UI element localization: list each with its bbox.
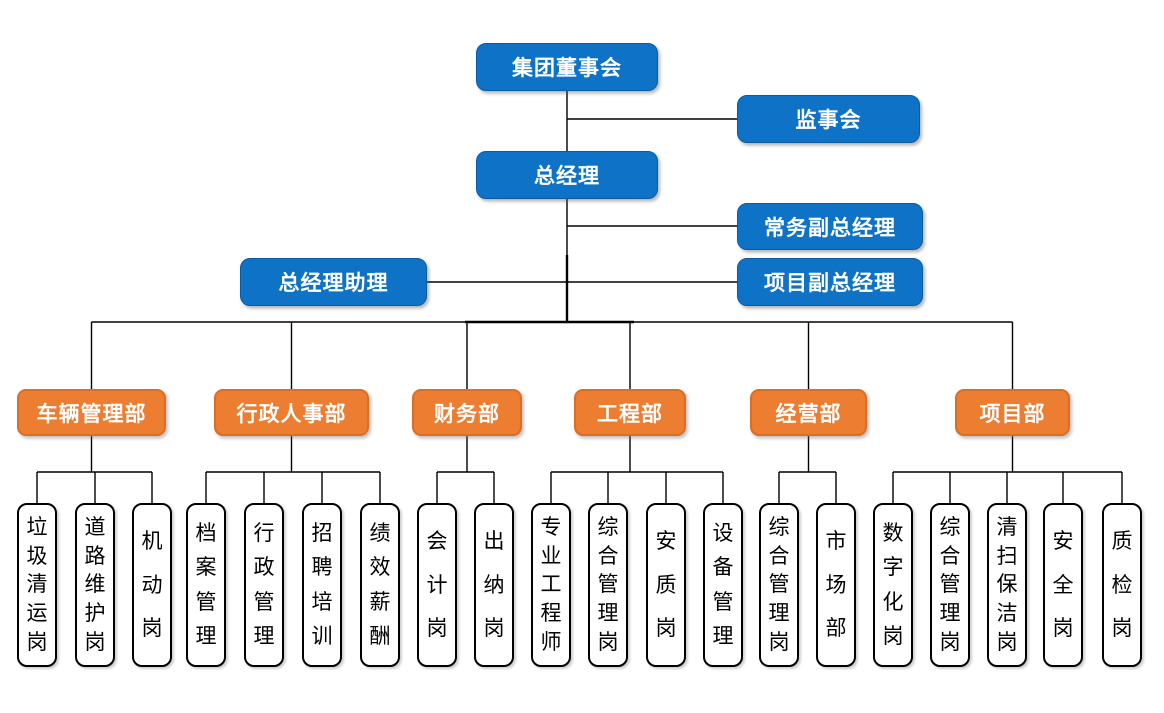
- node-general-manager: 总经理: [476, 151, 658, 199]
- dept-label: 财务部: [434, 401, 500, 426]
- position-label: 安质岗: [655, 529, 677, 640]
- node-gm-assistant: 总经理助理: [240, 258, 427, 306]
- position-label: 出纳岗: [483, 529, 505, 640]
- position-box: 清扫保洁岗: [987, 503, 1027, 667]
- position-label: 设备管理: [712, 520, 734, 649]
- position-label: 专业工程师: [540, 514, 562, 655]
- dept-engineering: 工程部: [574, 389, 686, 436]
- node-label: 总经理: [534, 164, 600, 188]
- position-box: 会计岗: [417, 503, 457, 667]
- dept-label: 车辆管理部: [36, 401, 147, 426]
- position-box: 出纳岗: [474, 503, 514, 667]
- dept-label: 经营部: [775, 401, 842, 426]
- dept-admin-hr: 行政人事部: [214, 389, 369, 436]
- node-executive-deputy-gm: 常务副总经理: [737, 203, 923, 250]
- node-label: 监事会: [795, 108, 862, 132]
- position-box: 专业工程师: [531, 503, 571, 667]
- position-box: 综合管理岗: [759, 503, 799, 667]
- position-box: 市场部: [816, 503, 856, 667]
- position-box: 道路维护岗: [75, 503, 115, 667]
- position-box: 绩效薪酬: [360, 503, 400, 667]
- dept-operations: 经营部: [750, 389, 867, 436]
- position-box: 安全岗: [1043, 503, 1083, 667]
- position-label: 档案管理: [195, 520, 217, 649]
- position-box: 设备管理: [703, 503, 743, 667]
- node-label: 集团董事会: [512, 56, 622, 80]
- dept-vehicle-management: 车辆管理部: [17, 389, 166, 436]
- position-box: 招聘培训: [302, 503, 342, 667]
- position-label: 综合管理岗: [768, 514, 790, 655]
- node-label: 总经理助理: [278, 271, 389, 295]
- position-label: 垃圾清运岗: [26, 514, 48, 655]
- position-box: 档案管理: [186, 503, 226, 667]
- position-label: 会计岗: [426, 529, 448, 640]
- dept-project: 项目部: [955, 389, 1070, 436]
- position-box: 综合管理岗: [930, 503, 970, 667]
- position-label: 综合管理岗: [939, 514, 961, 655]
- node-label: 常务副总经理: [764, 215, 896, 240]
- position-label: 行政管理: [253, 520, 275, 649]
- node-board-of-directors: 集团董事会: [476, 43, 658, 91]
- position-box: 机动岗: [132, 503, 172, 667]
- position-box: 行政管理: [244, 503, 284, 667]
- position-label: 数字化岗: [882, 520, 904, 649]
- position-box: 垃圾清运岗: [17, 503, 57, 667]
- position-label: 绩效薪酬: [369, 520, 391, 649]
- dept-finance: 财务部: [412, 389, 522, 436]
- position-box: 质检岗: [1102, 503, 1142, 667]
- position-box: 综合管理岗: [588, 503, 628, 667]
- node-label: 项目副总经理: [764, 271, 896, 295]
- node-supervisory-board: 监事会: [737, 95, 920, 143]
- position-label: 市场部: [825, 529, 847, 640]
- dept-label: 工程部: [597, 401, 663, 426]
- position-label: 清扫保洁岗: [996, 514, 1018, 655]
- position-label: 招聘培训: [311, 520, 333, 649]
- dept-label: 行政人事部: [236, 401, 347, 426]
- position-label: 道路维护岗: [84, 514, 106, 655]
- position-label: 质检岗: [1111, 529, 1133, 640]
- position-label: 综合管理岗: [597, 514, 619, 655]
- position-box: 安质岗: [646, 503, 686, 667]
- node-project-deputy-gm: 项目副总经理: [737, 258, 923, 306]
- position-box: 数字化岗: [873, 503, 913, 667]
- position-label: 机动岗: [141, 529, 163, 640]
- position-label: 安全岗: [1052, 529, 1074, 640]
- dept-label: 项目部: [979, 401, 1046, 426]
